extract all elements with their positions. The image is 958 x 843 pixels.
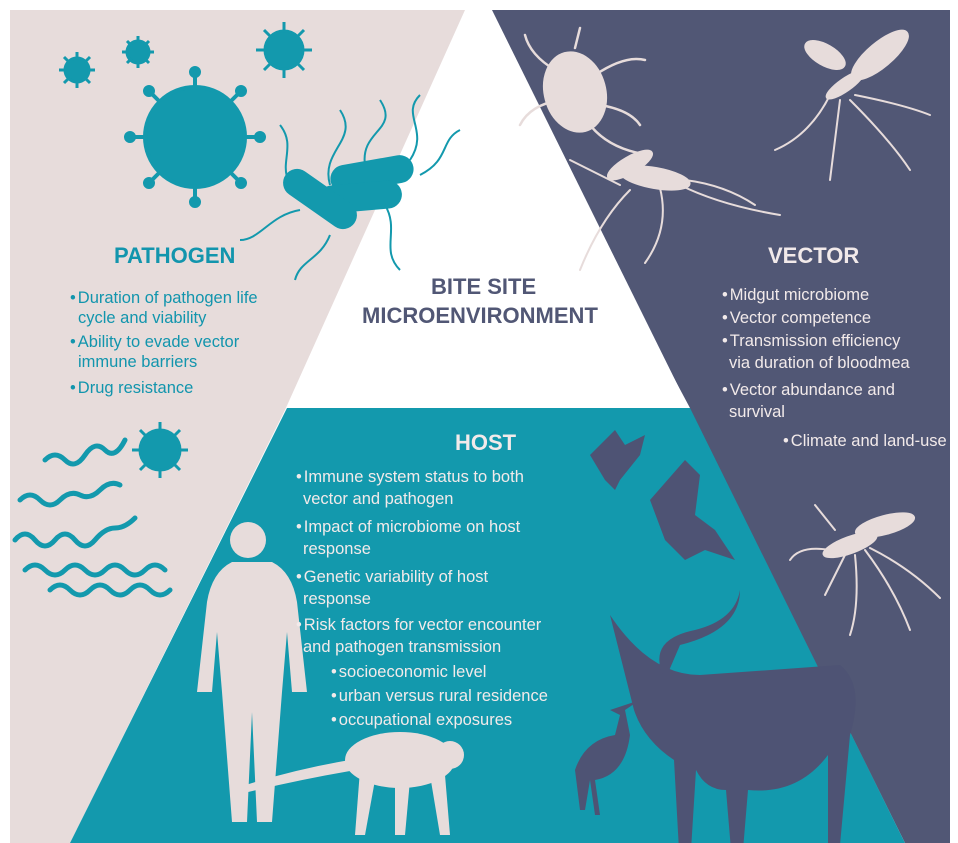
host-item: and pathogen transmission bbox=[303, 637, 501, 657]
pathogen-title: PATHOGEN bbox=[114, 243, 235, 269]
pathogen-item: cycle and viability bbox=[78, 308, 206, 328]
pathogen-item: Duration of pathogen life bbox=[70, 288, 258, 308]
host-item: Genetic variability of host bbox=[296, 567, 488, 587]
vector-subitem: Climate and land-use bbox=[783, 431, 947, 451]
pathogen-item: immune barriers bbox=[78, 352, 197, 372]
host-subitem: urban versus rural residence bbox=[331, 686, 548, 706]
pathogen-item: Drug resistance bbox=[70, 378, 193, 398]
host-item: Immune system status to both bbox=[296, 467, 524, 487]
host-item: response bbox=[303, 539, 371, 559]
host-item: Impact of microbiome on host bbox=[296, 517, 520, 537]
vector-item: Vector competence bbox=[722, 308, 871, 328]
host-item: Risk factors for vector encounter bbox=[296, 615, 541, 635]
pathogen-item: Ability to evade vector bbox=[70, 332, 239, 352]
vector-title: VECTOR bbox=[768, 243, 859, 269]
vector-item: via duration of bloodmea bbox=[729, 353, 910, 373]
center-title-line-2: MICROENVIRONMENT bbox=[362, 303, 598, 329]
vector-item: Midgut microbiome bbox=[722, 285, 869, 305]
host-title: HOST bbox=[455, 430, 516, 456]
vector-item: Vector abundance and bbox=[722, 380, 895, 400]
vector-item: Transmission efficiency bbox=[722, 331, 900, 351]
virus-icon bbox=[132, 422, 188, 478]
virus-icon bbox=[256, 22, 312, 78]
virus-icon bbox=[126, 68, 264, 206]
host-item: vector and pathogen bbox=[303, 489, 453, 509]
host-subitem: occupational exposures bbox=[331, 710, 512, 730]
host-item: response bbox=[303, 589, 371, 609]
host-subitem: socioeconomic level bbox=[331, 662, 486, 682]
center-title-line-1: BITE SITE bbox=[431, 274, 536, 300]
vector-item: survival bbox=[729, 402, 785, 422]
virus-icon bbox=[59, 52, 95, 88]
